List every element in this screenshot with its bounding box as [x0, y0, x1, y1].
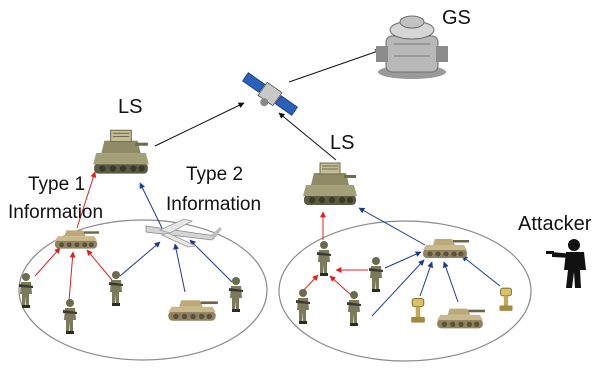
ground-station-icon — [376, 15, 448, 79]
link-drone-to-ls-left — [139, 182, 163, 229]
link-satellite-to-gs — [288, 48, 382, 83]
link-sensor2-to-tank3 — [461, 255, 501, 287]
tank-icon — [168, 300, 218, 321]
satellite-icon — [242, 72, 298, 116]
attacker-label: Attacker — [518, 213, 592, 235]
link-soldier1-to-tank — [34, 247, 61, 277]
type1-label-line1: Type 1 — [28, 174, 85, 195]
tank-icon — [437, 308, 485, 329]
link-ls-right-to-satellite — [278, 112, 337, 161]
ls-right-vehicle-icon — [302, 162, 358, 206]
tank-icon — [423, 239, 469, 258]
link-bottom-to-tank3 — [371, 259, 425, 317]
left-cluster-outline — [18, 219, 268, 361]
gs-label: GS — [442, 7, 471, 29]
type1-label-line2: Information — [8, 202, 103, 223]
ls-right-label: LS — [330, 132, 354, 154]
soldier-icon — [109, 271, 123, 306]
link-tank-to-ls-left — [76, 171, 97, 229]
attacker-silhouette-icon — [546, 239, 586, 288]
link-tank4-to-tank3 — [442, 261, 459, 303]
tank-icon — [54, 230, 100, 249]
soldier-icon — [369, 257, 383, 292]
sensor-icon — [410, 297, 426, 324]
type2-label-line2: Information — [166, 194, 261, 215]
soldier-icon — [296, 289, 310, 324]
ls-left-label: LS — [118, 96, 142, 118]
type2-label-line1: Type 2 — [186, 164, 243, 185]
soldier-icon — [317, 241, 331, 276]
link-soldier3-to-drone — [119, 241, 161, 277]
link-soldier6-to-soldier5 — [301, 274, 319, 293]
soldier-icon — [347, 291, 361, 326]
link-ls-left-to-satellite — [154, 102, 245, 147]
ls-left-vehicle-icon — [92, 129, 150, 175]
link-tank2-to-drone — [173, 243, 186, 293]
link-tank3-to-ls-right — [358, 207, 426, 246]
link-soldier7-to-soldier5 — [329, 275, 352, 296]
sensor-icon — [498, 287, 514, 312]
link-soldier4-to-drone — [189, 239, 233, 283]
soldier-icon — [229, 277, 243, 312]
link-soldier8-to-tank3 — [384, 251, 422, 269]
drone-icon — [145, 218, 222, 248]
right-cluster-outline — [278, 220, 532, 362]
soldier-icon — [63, 299, 77, 334]
link-soldier2-to-tank — [68, 251, 76, 302]
link-sensor1-to-tank3 — [419, 261, 434, 297]
link-soldier3-to-tank — [86, 249, 113, 281]
